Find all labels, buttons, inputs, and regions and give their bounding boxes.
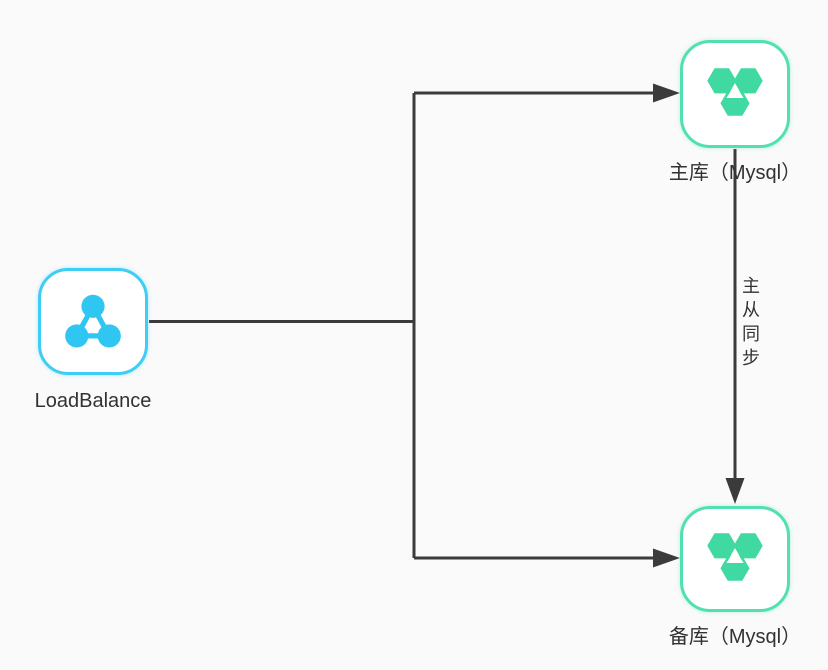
edge-label-sync: 主从同步: [742, 276, 760, 368]
arrowhead-backup-db: [653, 548, 680, 568]
arrowhead-master-db: [653, 83, 680, 103]
node-master-db[interactable]: [680, 40, 790, 148]
load-balancer-icon: [65, 294, 121, 348]
node-label-loadbalance: LoadBalance: [34, 390, 152, 412]
node-label-backup-db: 备库（Mysql）: [668, 626, 802, 648]
database-hexagons-icon: [707, 68, 763, 116]
node-label-master-db: 主库（Mysql）: [668, 162, 802, 184]
node-loadbalance[interactable]: [38, 268, 148, 375]
arrowhead-sync: [725, 478, 745, 504]
node-backup-db[interactable]: [680, 506, 790, 612]
database-hexagons-icon: [707, 533, 763, 581]
